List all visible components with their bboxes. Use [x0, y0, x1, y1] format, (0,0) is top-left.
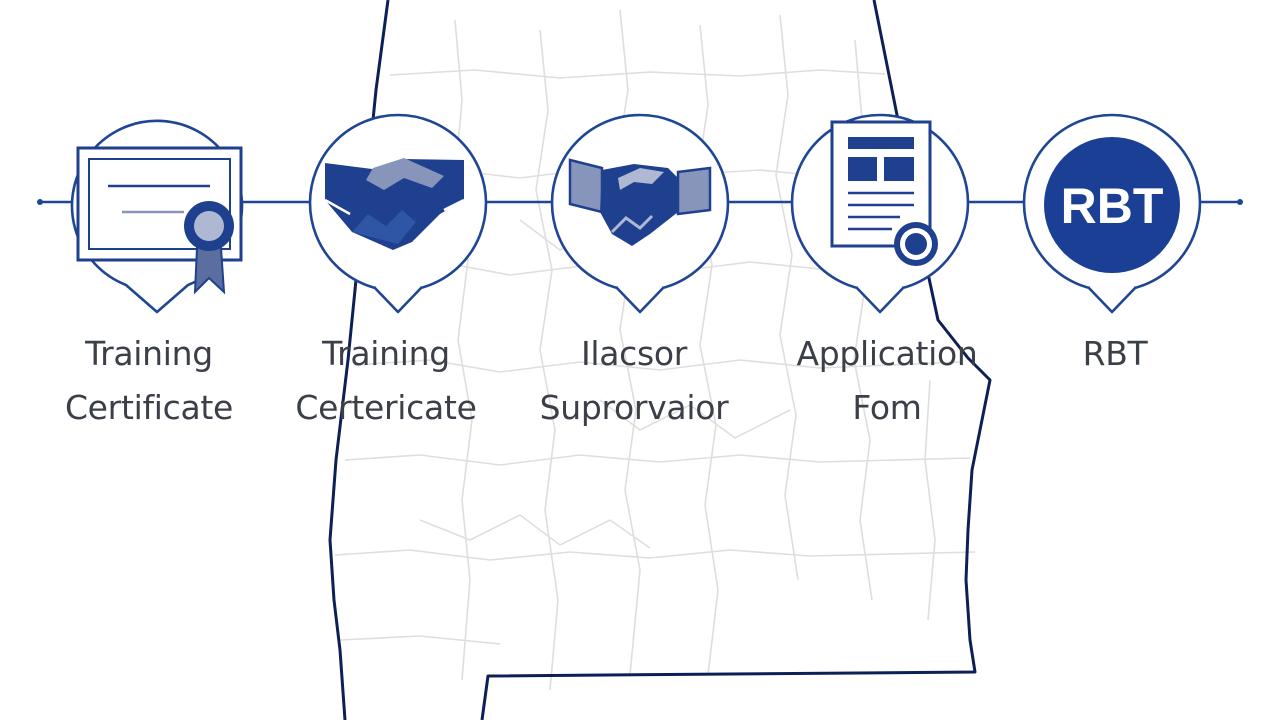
certificate-icon — [76, 146, 243, 295]
step-1-node — [70, 119, 244, 314]
step-label-line2: Certificate — [64, 388, 234, 427]
county-lines — [334, 9, 976, 691]
application-form-icon — [830, 120, 938, 266]
step-label-1: Training Certificate — [29, 327, 269, 435]
step-4-node — [790, 113, 970, 314]
pin-tip — [855, 286, 905, 314]
step-label-2: Training Certericate — [266, 327, 506, 435]
step-label-5: RBT — [995, 327, 1235, 381]
pin-tip — [373, 286, 423, 314]
step-label-line2: Certericate — [295, 388, 477, 427]
handshake-icon — [324, 158, 465, 250]
step-label-line1: Training — [322, 334, 450, 373]
step-label-line1: Training — [85, 334, 213, 373]
step-3-node — [550, 113, 730, 314]
step-label-3: Ilacsor Suprorvaior — [514, 327, 754, 435]
rbt-badge-text: RBT — [1061, 178, 1164, 234]
step-5-node: RBT — [1022, 113, 1202, 314]
step-label-4: Application Fom — [767, 327, 1007, 435]
step-label-line1: Application — [796, 334, 978, 373]
rbt-badge-icon: RBT — [1044, 137, 1180, 273]
step-label-line1: RBT — [1082, 334, 1148, 373]
step-2-node — [308, 113, 488, 314]
pin-tip — [615, 286, 665, 314]
pin-tip — [1087, 286, 1137, 314]
step-label-line2: Fom — [852, 388, 922, 427]
step-label-line1: Ilacsor — [580, 334, 688, 373]
step-label-line2: Suprorvaior — [539, 388, 729, 427]
handshake-icon — [568, 158, 712, 246]
